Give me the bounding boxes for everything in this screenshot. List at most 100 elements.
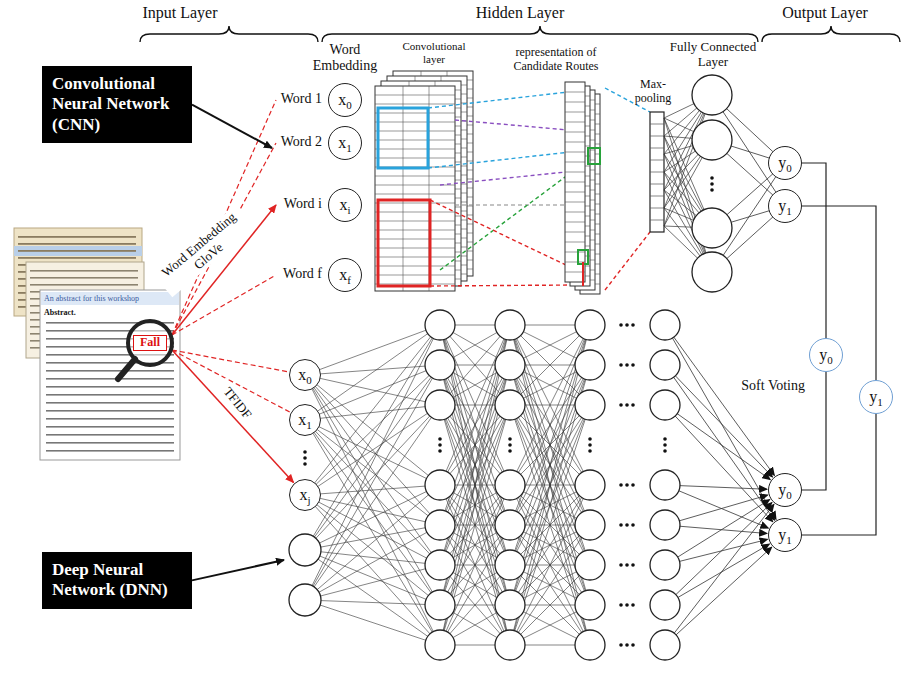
subscript: 1 xyxy=(346,143,352,154)
ellipsis-dot xyxy=(619,323,623,327)
filter-link xyxy=(428,92,568,108)
text-line xyxy=(46,394,174,396)
neuron-circle: y1 xyxy=(768,189,802,223)
dnn-weight xyxy=(440,525,510,645)
dnn-weight xyxy=(665,544,769,605)
layer-label: Word i xyxy=(262,196,322,212)
ellipsis-dot xyxy=(631,323,635,327)
dnn-weight xyxy=(305,495,440,525)
subscript: 1 xyxy=(786,206,792,217)
ellipsis-dot xyxy=(619,523,623,527)
subscript: 1 xyxy=(786,535,792,546)
ellipsis-dot xyxy=(631,523,635,527)
ellipsis-dot xyxy=(619,363,623,367)
text-line xyxy=(46,378,174,380)
dnn-weight xyxy=(305,485,440,600)
highlight-strip xyxy=(14,246,142,256)
grid-line xyxy=(565,92,585,93)
grid-line xyxy=(650,196,664,197)
grid-line xyxy=(565,212,585,213)
dnn-weight xyxy=(305,600,440,645)
ellipsis-dot xyxy=(631,643,635,647)
symbol: x xyxy=(338,135,346,151)
ellipsis-dot xyxy=(625,523,629,527)
symbol: y xyxy=(869,389,877,405)
ellipsis-dot xyxy=(588,449,592,453)
grid-line xyxy=(375,194,455,195)
grid-line xyxy=(650,136,664,137)
subscript: 0 xyxy=(786,490,792,501)
ellipsis-dot xyxy=(508,443,512,447)
ellipsis-dot xyxy=(619,563,623,567)
dnn-weight xyxy=(305,600,440,605)
filter-link xyxy=(455,120,568,130)
grid-line xyxy=(650,124,664,125)
filter-link xyxy=(430,200,572,268)
hidden-neuron xyxy=(650,590,680,620)
grid-line xyxy=(650,172,664,173)
text-line xyxy=(46,426,174,428)
input-neuron xyxy=(289,534,321,566)
dnn-weight xyxy=(305,525,440,550)
symbol: x xyxy=(339,267,347,283)
neuron-circle: x1 xyxy=(328,126,362,160)
filter-link xyxy=(428,150,588,168)
ellipsis-dot xyxy=(710,176,714,180)
dnn-weight xyxy=(305,485,440,495)
grid-line xyxy=(375,131,455,132)
dnn-weight xyxy=(440,485,510,605)
grid-line xyxy=(375,158,455,159)
subscript: 0 xyxy=(827,355,833,366)
grid-line xyxy=(375,248,455,249)
ellipsis-dot xyxy=(663,437,667,441)
text-line xyxy=(46,386,174,388)
abstract-page xyxy=(40,290,180,460)
network-label-box: Convolutional Neural Network (CNN) xyxy=(42,66,192,143)
tfidf-arrow xyxy=(172,350,294,482)
pool-link xyxy=(605,232,650,290)
dnn-weight xyxy=(305,525,440,600)
grid-line xyxy=(375,275,455,276)
ellipsis-dot xyxy=(663,449,667,453)
dnn-weight xyxy=(305,325,440,600)
ellipsis-dot xyxy=(438,437,442,441)
dnn-weight xyxy=(305,375,440,605)
grid-line xyxy=(565,122,585,123)
dnn-weight xyxy=(440,525,510,645)
symbol: x xyxy=(299,487,307,503)
subscript: 0 xyxy=(346,100,352,111)
ellipsis-dot xyxy=(508,437,512,441)
ellipsis-dot xyxy=(619,643,623,647)
text-line xyxy=(30,277,138,279)
hidden-neuron xyxy=(495,350,525,380)
ellipsis-dot xyxy=(625,403,629,407)
neuron-circle: y0 xyxy=(768,146,802,180)
keyword-highlight: Fall xyxy=(133,335,167,351)
route-representation xyxy=(565,82,585,282)
grid-line xyxy=(565,222,585,223)
grid-line xyxy=(650,220,664,221)
dnn-weight xyxy=(305,375,440,645)
subscript: 0 xyxy=(306,375,312,386)
dnn-weight xyxy=(305,405,440,550)
dnn-weight xyxy=(305,420,440,645)
ellipsis-dot xyxy=(508,449,512,453)
layer-label: Word Embedding xyxy=(305,42,385,74)
grid-line xyxy=(565,252,585,253)
grid-line xyxy=(650,160,664,161)
grid-line xyxy=(375,203,455,204)
grid-line xyxy=(565,172,585,173)
hidden-neuron xyxy=(575,470,605,500)
ellipsis-dot xyxy=(631,363,635,367)
grid-line xyxy=(375,176,455,177)
hidden-neuron xyxy=(650,550,680,580)
fc-neuron xyxy=(692,252,732,292)
document-text: Abstract. xyxy=(44,308,114,317)
neuron-circle: x0 xyxy=(289,359,321,391)
hidden-neuron xyxy=(495,630,525,660)
pointer-arrow xyxy=(192,560,284,580)
layer-label: Word 2 xyxy=(262,134,322,150)
hidden-neuron xyxy=(495,470,525,500)
text-line xyxy=(18,243,136,245)
hidden-neuron xyxy=(425,470,455,500)
